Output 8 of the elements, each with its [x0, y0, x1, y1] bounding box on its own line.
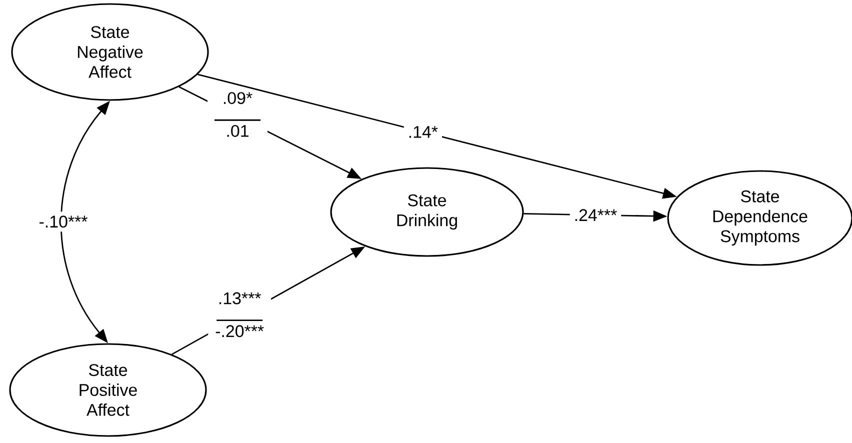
- ellipse-node: State Negative Affect: [11, 3, 209, 101]
- fraction-label: .13*** -.20***: [208, 286, 272, 347]
- ellipse-node: State Positive Affect: [9, 343, 207, 437]
- edge-label: .14*: [404, 122, 442, 142]
- edge-label: .24***: [570, 205, 622, 225]
- edge-label: -.10***: [34, 212, 92, 232]
- ellipse-node: State Drinking: [330, 167, 524, 257]
- fraction-label: .09* .01: [208, 86, 268, 147]
